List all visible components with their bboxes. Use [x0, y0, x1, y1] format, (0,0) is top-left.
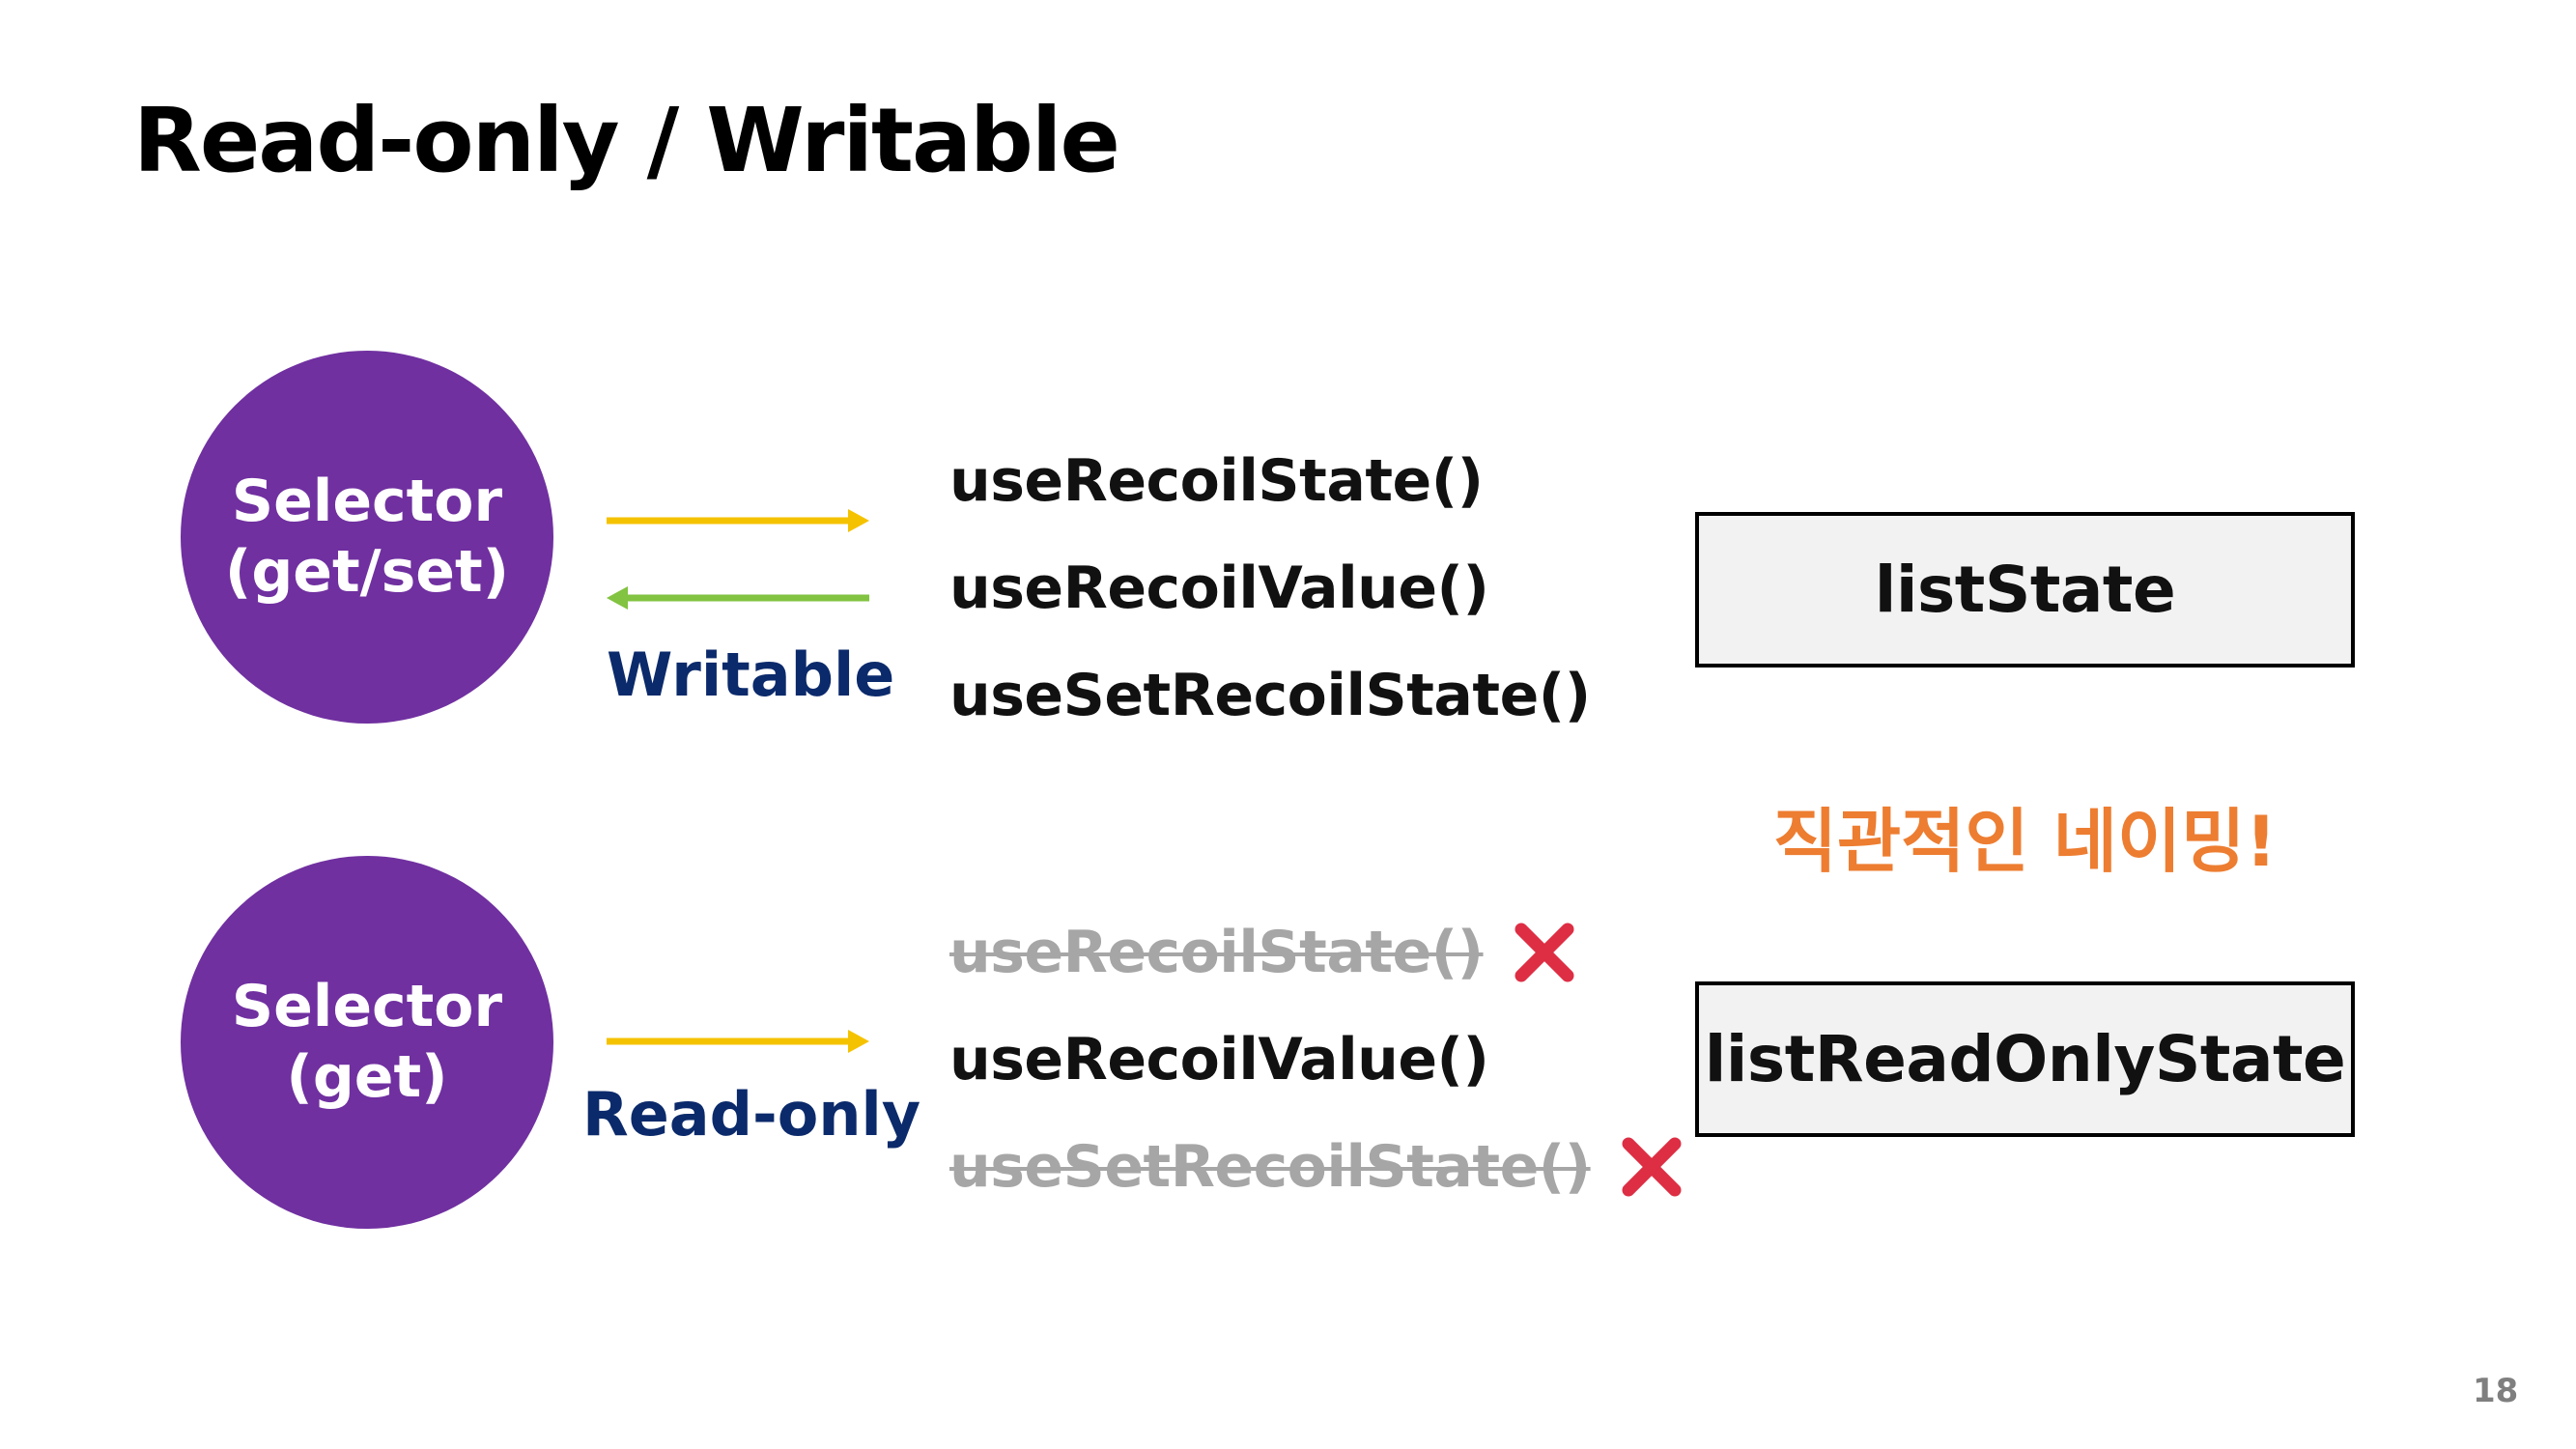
cross-mark-icon [1514, 923, 1574, 982]
hook-item-unavailable: useRecoilState() [949, 914, 1684, 991]
writable-label: Writable [607, 639, 895, 710]
hook-name: useRecoilState() [949, 919, 1484, 986]
cross-mark-icon [1622, 1137, 1682, 1197]
writable-arrows [607, 509, 869, 610]
hook-name: useSetRecoilState() [949, 1133, 1591, 1201]
arrow-right-icon [607, 1030, 869, 1053]
selector-get-circle: Selector (get) [181, 856, 553, 1229]
circle-label-line1: Selector [231, 972, 503, 1040]
naming-note: 직관적인 네이밍! [1772, 801, 2278, 882]
readonly-arrows [607, 1030, 869, 1053]
circle-label-line1: Selector [231, 467, 503, 535]
state-name: listState [1874, 553, 2176, 627]
slide-title: Read-only / Writable [133, 89, 1120, 192]
circle-label-line2: (get/set) [224, 538, 510, 606]
hook-name: useRecoilValue() [949, 1026, 1489, 1094]
writable-hook-list: useRecoilState() useRecoilValue() useSet… [949, 442, 1591, 734]
state-name: listReadOnlyState [1704, 1022, 2346, 1096]
hook-item: useRecoilValue() [949, 550, 1591, 627]
read-only-label: Read-only [582, 1079, 921, 1150]
page-number: 18 [2473, 1372, 2519, 1410]
hook-item: useRecoilState() [949, 442, 1591, 520]
hook-name: useRecoilValue() [949, 554, 1489, 622]
hook-name: useSetRecoilState() [949, 662, 1591, 729]
hook-item: useRecoilValue() [949, 1021, 1684, 1098]
hook-name: useRecoilState() [949, 447, 1484, 515]
arrow-right-icon [607, 509, 869, 532]
list-state-box: listState [1695, 512, 2355, 668]
hook-item-unavailable: useSetRecoilState() [949, 1128, 1684, 1206]
arrow-left-icon [607, 586, 869, 610]
hook-item: useSetRecoilState() [949, 657, 1591, 734]
selector-get-set-circle: Selector (get/set) [181, 351, 553, 724]
circle-label-line2: (get) [286, 1043, 448, 1111]
list-read-only-state-box: listReadOnlyState [1695, 981, 2355, 1137]
readonly-hook-list: useRecoilState() useRecoilValue() useSet… [949, 914, 1684, 1206]
